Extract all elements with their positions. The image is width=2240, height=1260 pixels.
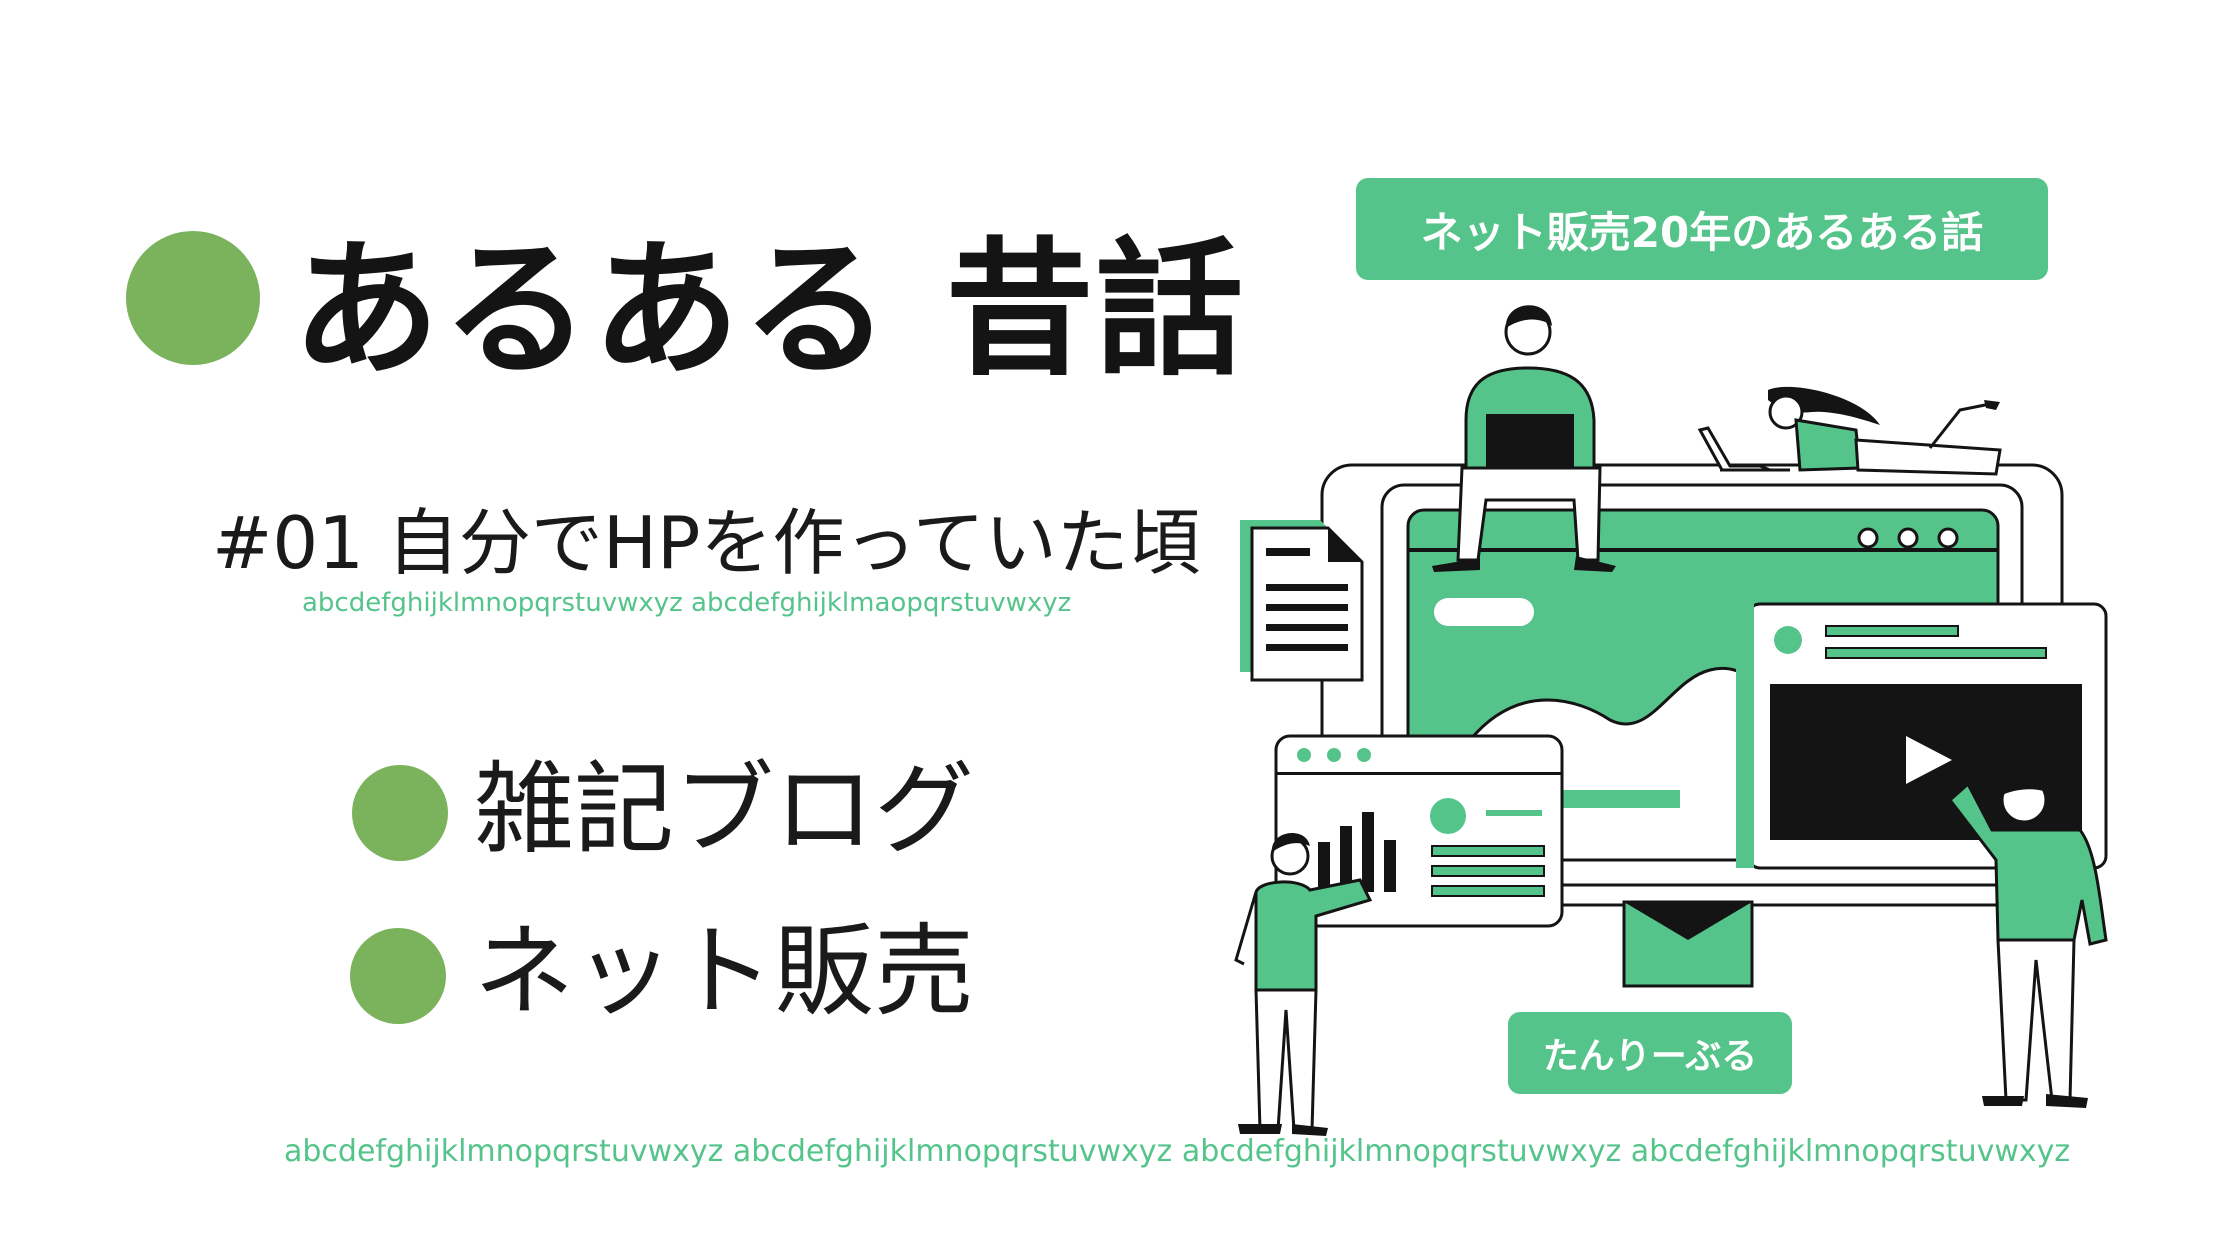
episode-subtitle: #01 自分でHPを作っていた頃: [212, 501, 1201, 585]
list-item-blog: 雑記ブログ: [474, 751, 974, 868]
woman-lying-laptop-icon: [1697, 386, 2002, 476]
title-bullet: [126, 231, 260, 365]
chart-window: [1274, 734, 1564, 928]
bar-chart-icon: [1318, 812, 1396, 892]
series-badge: ネット販売20年のあるある話: [1356, 178, 2048, 280]
document-icon: [1240, 520, 1364, 682]
author-badge: たんりーぶる: [1508, 1012, 1792, 1094]
person-raising-hand-icon: [1947, 749, 2108, 1108]
envelope-icon: [1622, 900, 1754, 988]
page-title: あるある 昔話: [292, 224, 1246, 396]
list-item-net-sales: ネット販売: [474, 913, 974, 1030]
alphabet-line-bottom: abcdefghijklmnopqrstuvwxyz abcdefghijklm…: [284, 1134, 2071, 1169]
person-with-laptop-icon: [1432, 305, 1616, 572]
item-bullet-2: [350, 928, 446, 1024]
window-dots-icon: [1857, 527, 1959, 549]
item-bullet-1: [352, 765, 448, 861]
video-window: [1736, 598, 2108, 870]
pointing-person-icon: [1234, 833, 1373, 1136]
alphabet-line-top: abcdefghijklmnopqrstuvwxyz abcdefghijklm…: [302, 588, 1072, 618]
